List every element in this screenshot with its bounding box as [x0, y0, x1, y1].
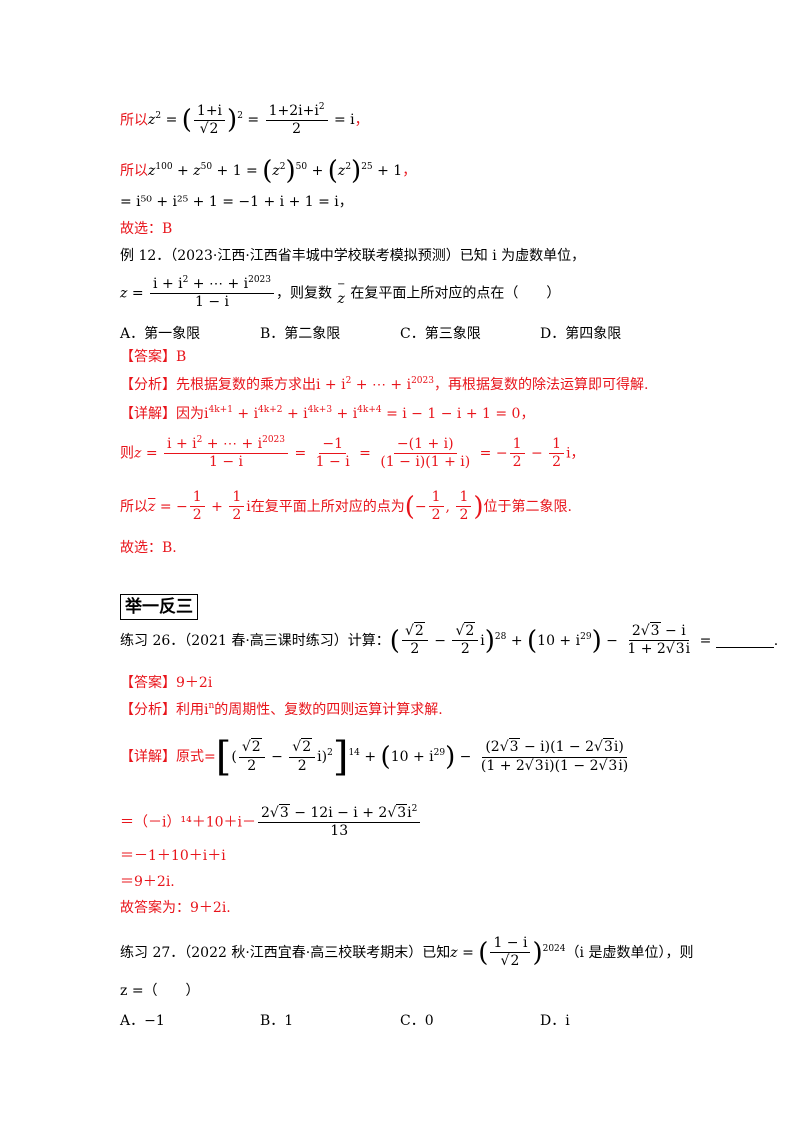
- ex27-option-b[interactable]: B．1: [260, 1013, 294, 1029]
- answer-blank[interactable]: [715, 633, 774, 649]
- ex27-ask: z =（ ）: [120, 983, 200, 999]
- ex26-step3: ＝－1＋10＋i＋i: [120, 848, 226, 864]
- ex12-option-d[interactable]: D．第四象限: [540, 326, 622, 342]
- prev-choose: 故选：B: [120, 221, 173, 237]
- ex12-option-b[interactable]: B．第二象限: [260, 326, 341, 342]
- ex12-option-a[interactable]: A．第一象限: [120, 326, 201, 342]
- ex12-answer: 【答案】B: [120, 349, 187, 365]
- ex12-stem: 例 12．（2023·江西·江西省丰城中学校联考模拟预测）已知 i 为虚数单位，: [120, 248, 586, 264]
- ex27-option-c[interactable]: C．0: [400, 1013, 434, 1029]
- section-title: 举一反三: [120, 594, 198, 620]
- ex26-answer: 【答案】9＋2i: [120, 675, 213, 691]
- prev-line-2: 所以z100 + z50 + 1 = (z2)50 + (z2)25 + 1，: [120, 156, 417, 186]
- ex26-analysis: 【分析】利用in的周期性、复数的四则运算计算求解.: [120, 701, 443, 718]
- ex27-option-a[interactable]: A．−1: [120, 1013, 165, 1029]
- ex12-choose: 故选：B.: [120, 540, 177, 556]
- ex12-analysis: 【分析】先根据复数的乘方求出i + i2 + ⋯ + i2023，再根据复数的除…: [120, 376, 649, 393]
- ex27-option-d[interactable]: D．i: [540, 1013, 570, 1029]
- ex27-stem: 练习 27．（2022 秋·江西宜春·高三校联考期末）已知z = (1 − i√…: [120, 935, 694, 970]
- ex12-detail: 【详解】因为i4k+1 + i4k+2 + i4k+3 + i4k+4 = i …: [120, 405, 535, 422]
- ex26-final: 故答案为：9＋2i.: [120, 900, 231, 916]
- ex12-option-c[interactable]: C．第三象限: [400, 326, 481, 342]
- ex26-step4: ＝9＋2i.: [120, 874, 175, 890]
- prev-line-3: = i⁵⁰ + i²⁵ + 1 = −1 + i + 1 = i，: [120, 194, 353, 210]
